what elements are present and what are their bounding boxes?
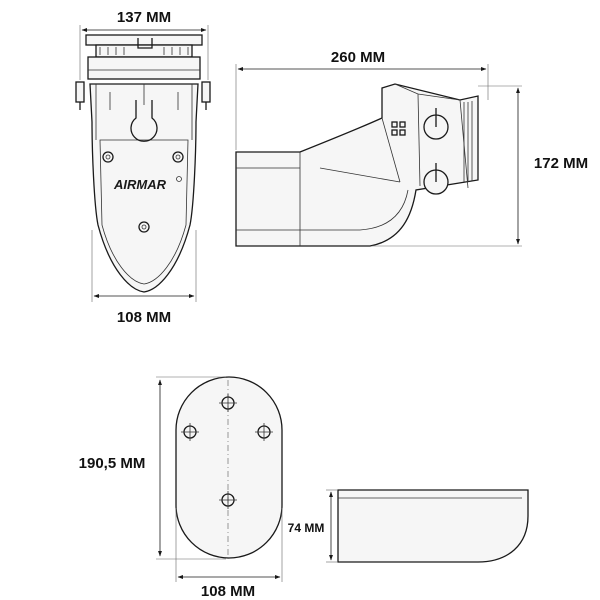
side-body-outline bbox=[235, 83, 479, 247]
bolt-right-icon bbox=[201, 81, 211, 103]
side-bracket-ribs bbox=[463, 101, 473, 182]
side-length-label: 260 MM bbox=[331, 49, 385, 66]
airmar-logo: AIRMAR bbox=[113, 177, 167, 192]
bottom-view: 190,5 MM 108 MM bbox=[79, 376, 283, 600]
front-body-outline bbox=[89, 83, 199, 293]
side-body-lines bbox=[236, 117, 409, 246]
bottom-hole-top-icon bbox=[219, 394, 237, 412]
side-slot-lower bbox=[391, 129, 398, 136]
side-slot-upper bbox=[391, 121, 398, 128]
screw-upper-left-icon bbox=[102, 151, 114, 163]
profile-view: 74 MM bbox=[288, 489, 529, 563]
front-inner-divider bbox=[95, 84, 193, 140]
front-inner-rim bbox=[99, 139, 189, 285]
front-bottom-width-label: 108 MM bbox=[117, 309, 171, 326]
bracket-pins bbox=[99, 47, 189, 55]
front-top-width-label: 137 MM bbox=[117, 9, 171, 26]
side-slot-lower-2 bbox=[399, 129, 406, 136]
bracket-top-plate bbox=[85, 34, 203, 46]
screw-lower-center-icon bbox=[138, 221, 150, 233]
profile-height-label: 74 MM bbox=[288, 521, 325, 535]
screw-upper-right-icon bbox=[172, 151, 184, 163]
side-height-label: 172 MM bbox=[534, 155, 588, 172]
side-view: 260 MM 172 MM bbox=[235, 49, 588, 247]
side-bolt-lower-icon bbox=[423, 163, 449, 195]
bolt-left-icon bbox=[75, 81, 85, 103]
profile-body-outline bbox=[337, 489, 529, 563]
bottom-hole-left-icon bbox=[181, 423, 199, 441]
front-view: 137 MM AIRMAR bbox=[75, 9, 211, 326]
bottom-body-outline bbox=[175, 376, 283, 559]
bottom-length-label: 190,5 MM bbox=[79, 455, 146, 472]
bottom-hole-right-icon bbox=[255, 423, 273, 441]
bottom-width-label: 108 MM bbox=[201, 583, 255, 600]
logo-registered-mark bbox=[176, 176, 182, 182]
keyhole-icon bbox=[130, 100, 158, 142]
side-bolt-upper-icon bbox=[423, 108, 449, 140]
bracket-crossbar bbox=[87, 56, 201, 80]
bracket-cap bbox=[137, 38, 153, 49]
bottom-hole-lower-icon bbox=[219, 491, 237, 509]
side-slot-upper-2 bbox=[399, 121, 406, 128]
bracket-slot-bar bbox=[95, 44, 193, 58]
